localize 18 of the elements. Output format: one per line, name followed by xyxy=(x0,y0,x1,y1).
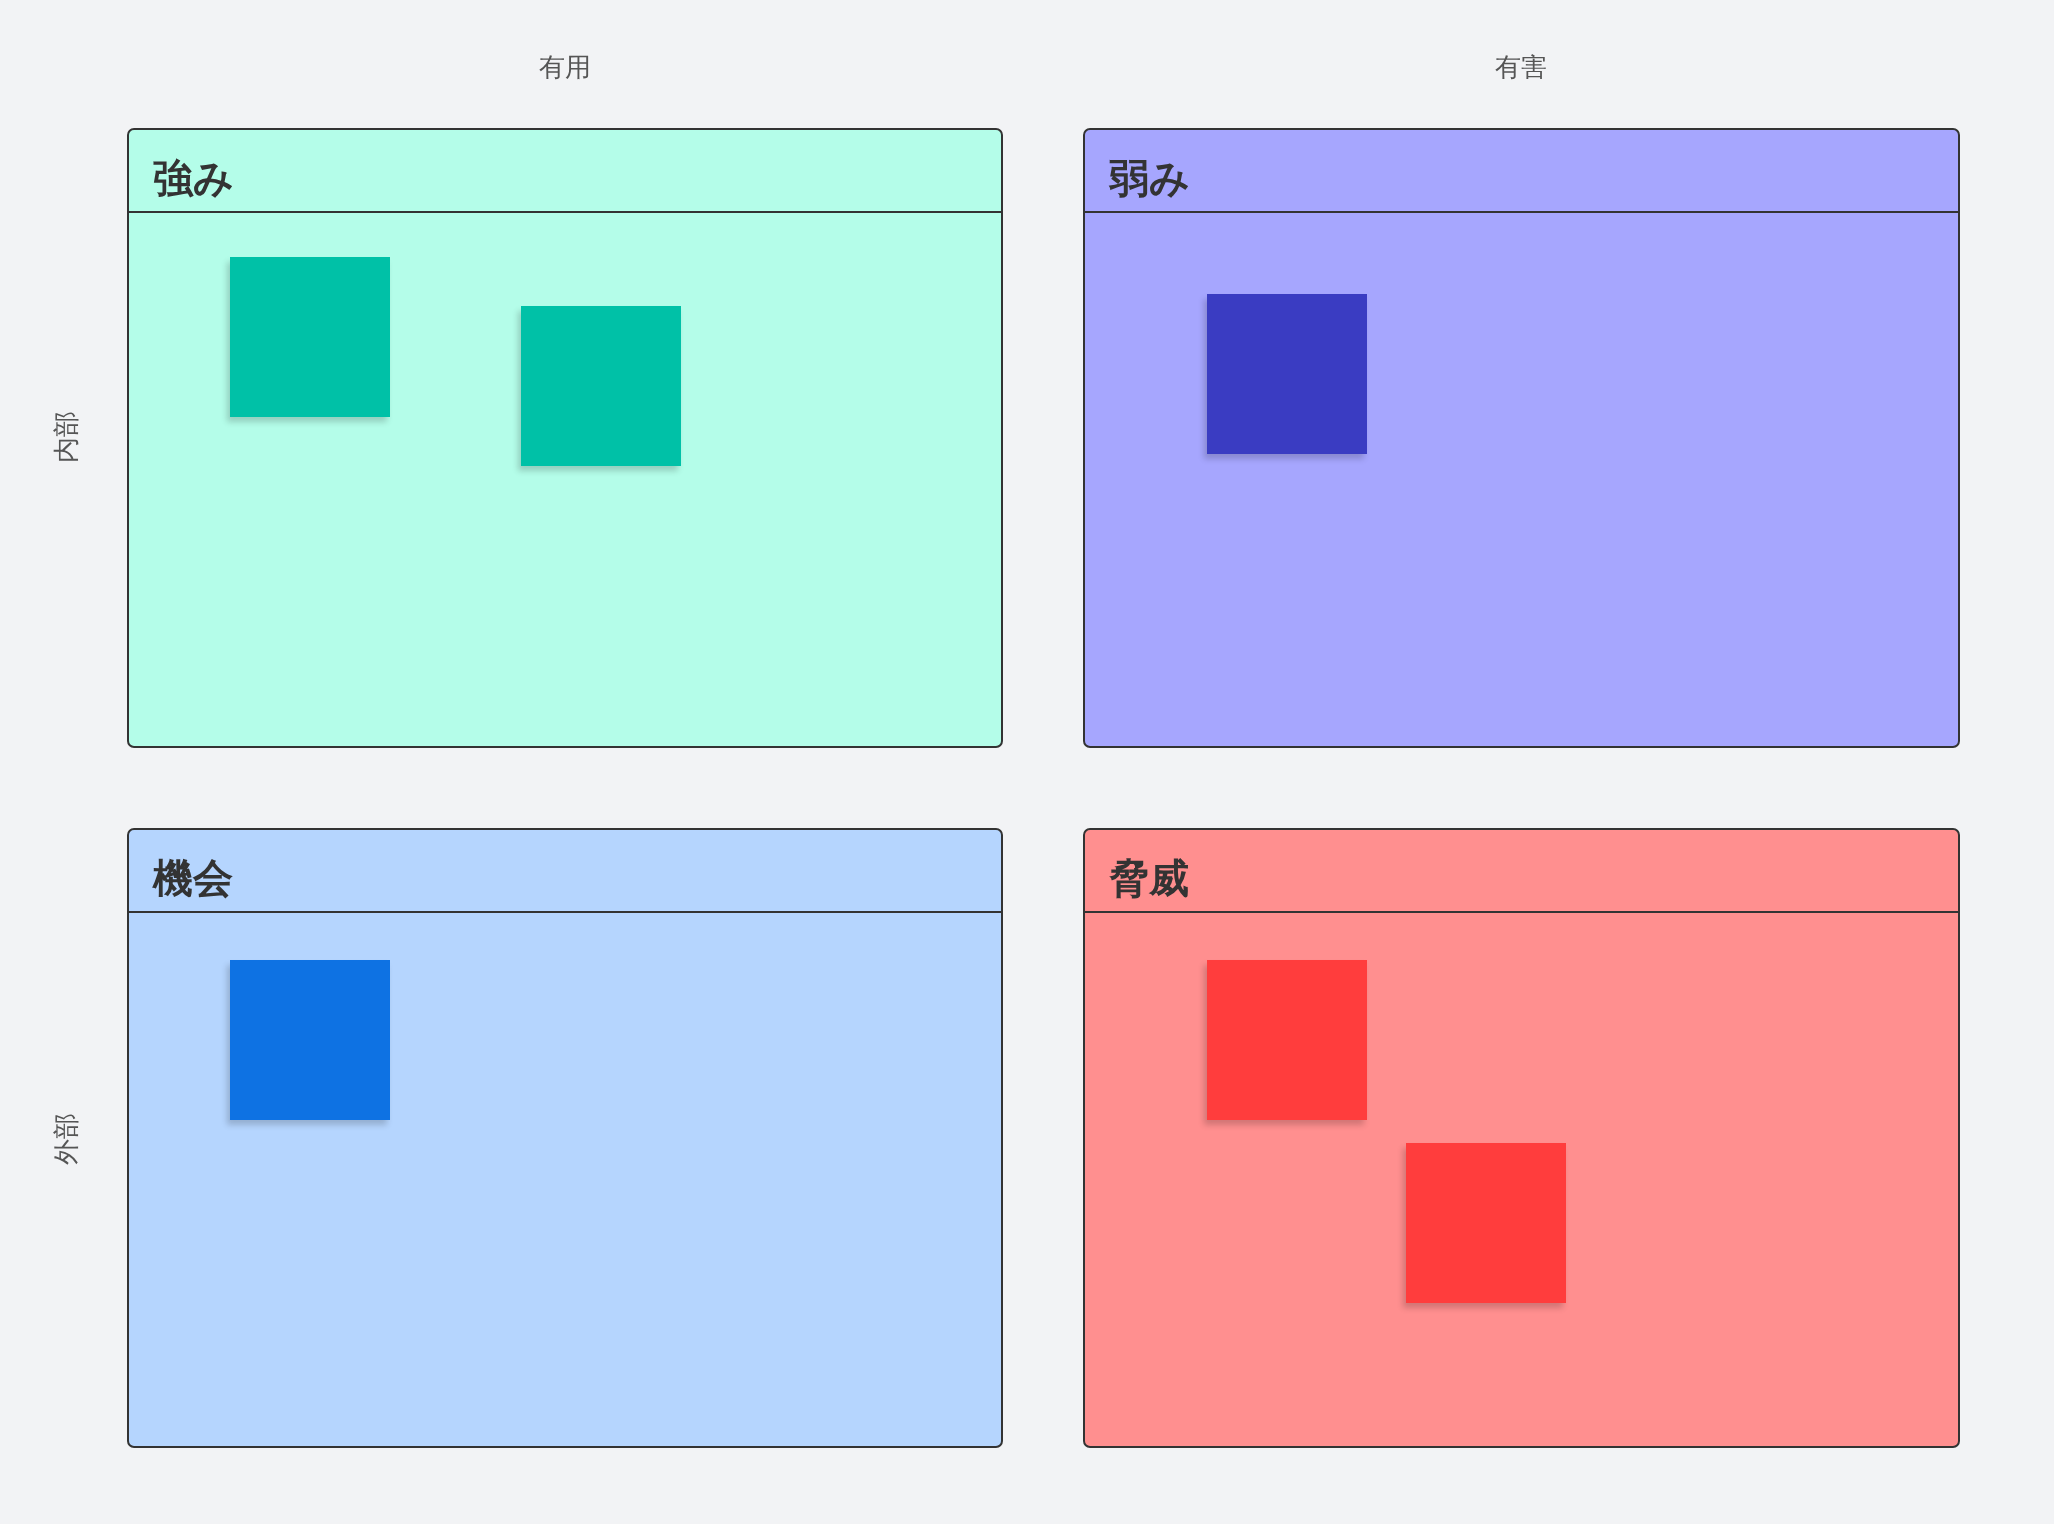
quadrant-panel xyxy=(1083,828,1960,1448)
panel-heading: 弱み xyxy=(1109,154,1190,202)
quadrant-panel xyxy=(127,128,1003,748)
sticky-note xyxy=(230,257,390,417)
axis-label: 外部 xyxy=(51,1113,81,1165)
axis-label: 有用 xyxy=(539,52,591,82)
axis-label: 有害 xyxy=(1495,52,1547,82)
sticky-note xyxy=(1207,294,1367,454)
quadrant-panel xyxy=(127,828,1003,1448)
sticky-note xyxy=(1406,1143,1566,1303)
sticky-note xyxy=(230,960,390,1120)
panel-heading: 機会 xyxy=(153,854,233,902)
axis-label: 内部 xyxy=(51,411,81,463)
panel-heading: 脅威 xyxy=(1109,854,1189,902)
sticky-note xyxy=(1207,960,1367,1120)
quadrant-panel xyxy=(1083,128,1960,748)
panel-heading: 強み xyxy=(153,154,234,202)
sticky-note xyxy=(521,306,681,466)
